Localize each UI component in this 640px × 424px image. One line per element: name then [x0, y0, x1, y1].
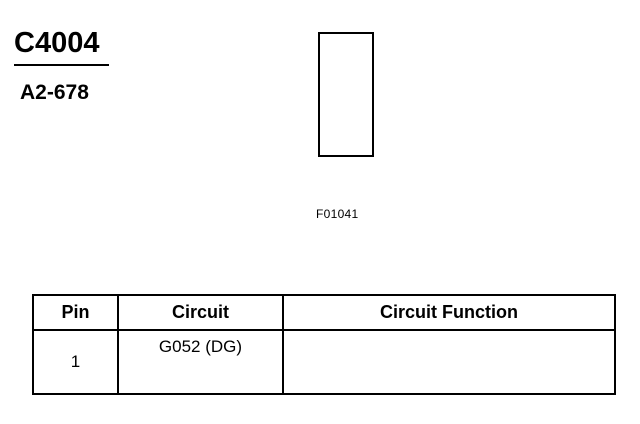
- circuit-value: G052 (DG): [158, 337, 243, 356]
- pin-header: Pin: [32, 294, 119, 331]
- circuit-header: Circuit: [117, 294, 284, 331]
- figure-reference: F01041: [316, 207, 359, 221]
- pin-number-cell: 1: [32, 329, 119, 395]
- pin-table: Pin Circuit Circuit Function 1 G052 (DG): [32, 294, 616, 395]
- table-row: 1 G052 (DG): [32, 329, 616, 395]
- connector-id-underline: [14, 64, 109, 66]
- circuit-cell: G052 (DG): [117, 329, 284, 395]
- connector-id: C4004: [14, 27, 100, 59]
- location-code: A2-678: [20, 81, 89, 104]
- circuit-function-header: Circuit Function: [282, 294, 616, 331]
- pin-table-header-row: Pin Circuit Circuit Function: [32, 294, 616, 331]
- circuit-function-cell: [282, 329, 616, 395]
- connector-face-outline: [318, 32, 374, 157]
